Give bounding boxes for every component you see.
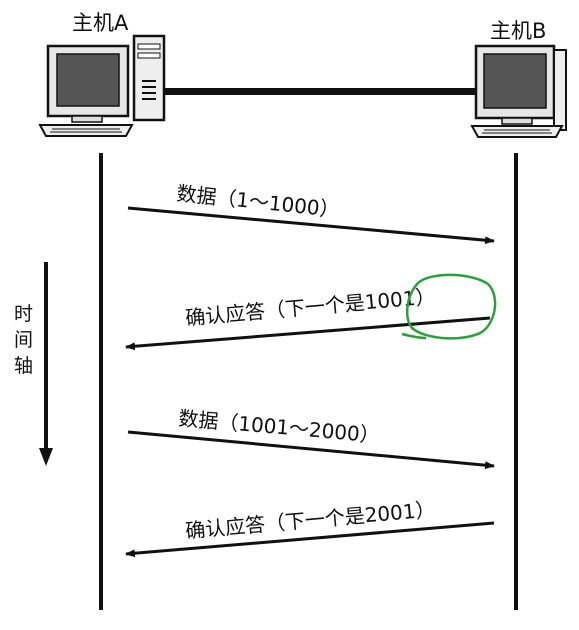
host-a-label: 主机A xyxy=(72,11,129,35)
time-axis-char-3: 轴 xyxy=(14,355,33,377)
desktop-computer-icon xyxy=(38,34,166,137)
message-arrow-3 xyxy=(127,430,495,470)
message-label-3: 数据（1001～2000） xyxy=(178,406,381,447)
time-axis-char-2: 间 xyxy=(14,329,33,351)
message-arrow-2 xyxy=(125,316,491,351)
desktop-computer-icon xyxy=(470,44,567,138)
host-b-label: 主机B xyxy=(490,19,546,43)
message-arrow-1 xyxy=(127,206,495,245)
time-axis: 时 间 轴 xyxy=(14,262,53,466)
message-label-4: 确认应答（下一个是2001） xyxy=(184,497,436,543)
message-label-2: 确认应答（下一个是1001） xyxy=(184,284,436,330)
message-arrow-4 xyxy=(125,521,495,558)
time-axis-char-1: 时 xyxy=(14,303,33,325)
highlight-circle-annotation xyxy=(401,273,497,340)
network-cable xyxy=(164,88,476,95)
